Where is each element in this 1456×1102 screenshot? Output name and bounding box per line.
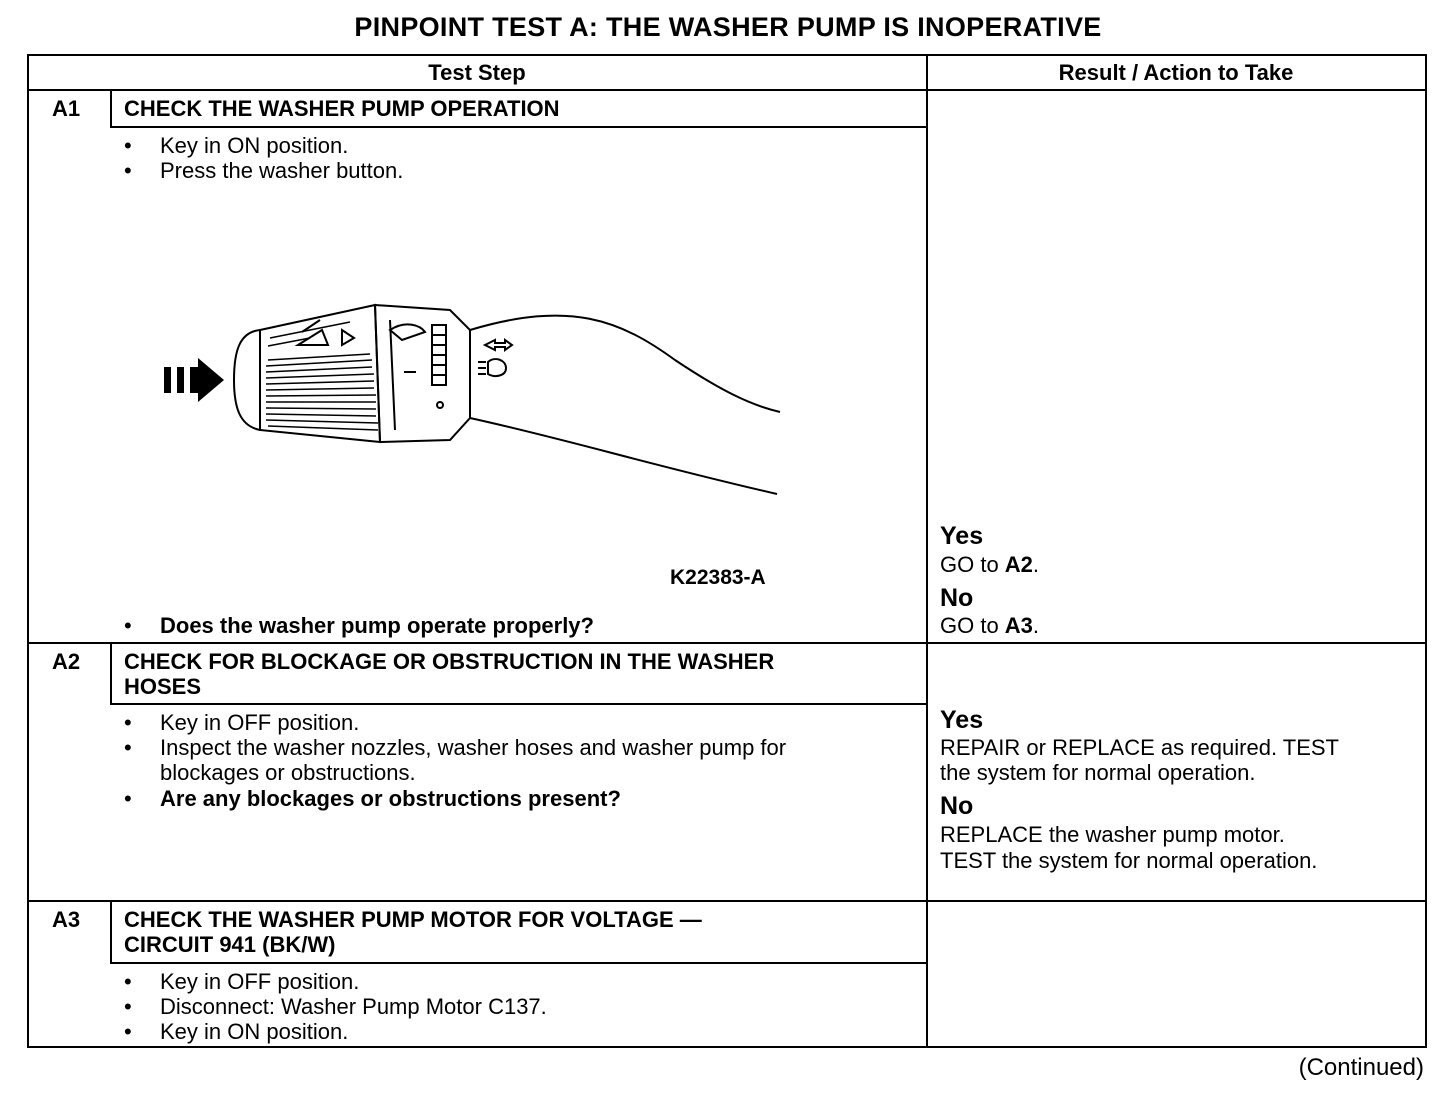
no-action-a2: REPLACE the washer pump motor. [940,822,1285,847]
yes-action-text: GO to [940,552,1005,577]
step-heading-a3: CHECK THE WASHER PUMP MOTOR FOR VOLTAGE … [124,907,702,932]
no-action-text: GO to [940,613,1005,638]
step-id-a2: A2 [52,649,81,674]
period: . [1032,613,1040,638]
bullet: • [124,969,132,994]
yes-action-a1: GO to A2. [940,552,1039,577]
row-divider [27,900,1427,902]
step-id-a1: A1 [52,96,81,121]
bullet: • [124,710,132,735]
step-id-a3: A3 [52,907,81,932]
row-divider [110,962,927,964]
id-column-divider [110,89,112,128]
step-link-a2[interactable]: A2 [1004,552,1033,577]
question-a2: Are any blockages or obstructions presen… [160,786,621,811]
bullet: • [124,735,132,760]
id-column-divider [110,643,112,705]
step-link-a3[interactable]: A3 [1004,613,1033,638]
page-title: PINPOINT TEST A: THE WASHER PUMP IS INOP… [354,12,1102,42]
bullet-text: Disconnect: Washer Pump Motor C137. [160,994,547,1019]
bullet-text: Inspect the washer nozzles, washer hoses… [160,735,787,760]
id-column-divider [110,901,112,964]
bullet: • [124,613,132,638]
wiper-switch-illustration [164,303,781,495]
bullet: • [124,1019,132,1044]
bullet-text: Press the washer button. [160,158,404,183]
column-divider [926,54,928,1048]
bullet: • [124,994,132,1019]
row-divider [27,642,1427,644]
bullet-text-cont: blockages or obstructions. [160,760,416,785]
yes-action-a2-cont: the system for normal operation. [940,760,1256,785]
step-heading-a2-cont: HOSES [124,674,202,699]
no-action-a2-cont: TEST the system for normal operation. [940,848,1318,873]
bullet: • [124,133,132,158]
bullet-text: Key in OFF position. [160,710,360,735]
continued-note: (Continued) [1298,1054,1424,1081]
row-divider [110,126,927,128]
no-label-a2: No [940,792,974,820]
pinpoint-test-table [27,54,1427,1048]
figure-caption: K22383-A [670,566,766,589]
bullet: • [124,786,132,811]
yes-label-a1: Yes [940,522,984,550]
no-label-a1: No [940,584,974,612]
header-test-step: Test Step [428,60,526,85]
row-divider [110,703,927,705]
header-result: Result / Action to Take [1058,60,1294,85]
bullet-text: Key in OFF position. [160,969,360,994]
step-heading-a1: CHECK THE WASHER PUMP OPERATION [124,96,560,121]
bullet: • [124,158,132,183]
no-action-a1: GO to A3. [940,613,1039,638]
yes-action-a2: REPAIR or REPLACE as required. TEST [940,735,1339,760]
period: . [1032,552,1040,577]
yes-label-a2: Yes [940,706,984,734]
question-a1: Does the washer pump operate properly? [160,613,594,638]
step-heading-a3-cont: CIRCUIT 941 (BK/W) [124,932,336,957]
step-heading-a2: CHECK FOR BLOCKAGE OR OBSTRUCTION IN THE… [124,649,775,674]
row-divider [27,89,1427,91]
bullet-text: Key in ON position. [160,1019,349,1044]
bullet-text: Key in ON position. [160,133,349,158]
